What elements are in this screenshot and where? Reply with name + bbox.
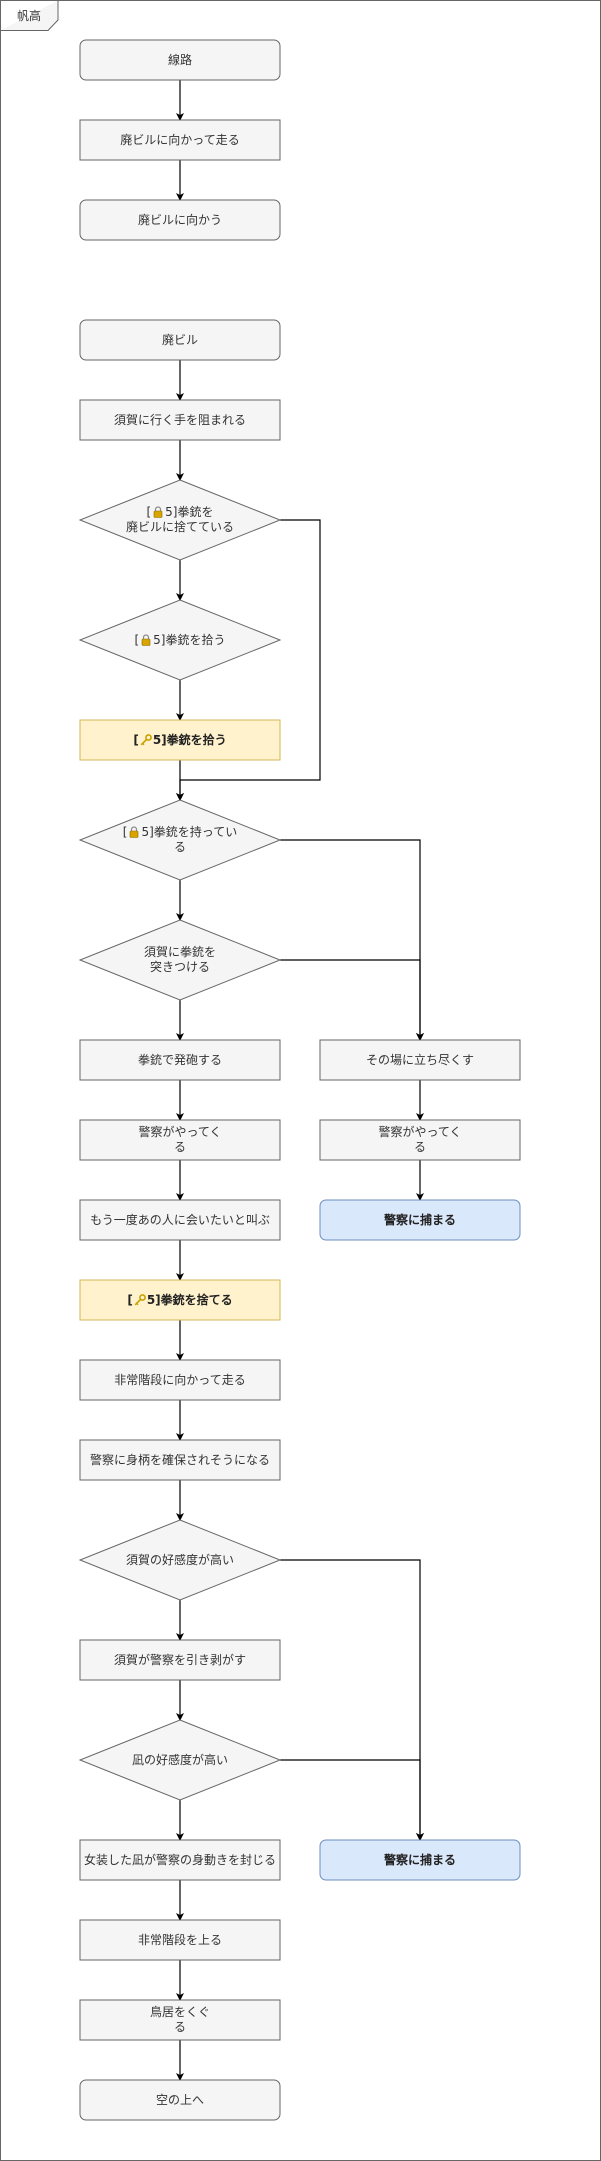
node-d5[interactable]	[78, 1519, 282, 1601]
node-d6[interactable]	[78, 1719, 282, 1801]
node-r1[interactable]	[319, 1039, 521, 1081]
nodes	[78, 39, 521, 2121]
node-n2[interactable]	[79, 119, 281, 161]
node-n3[interactable]	[79, 199, 281, 241]
node-n17[interactable]	[79, 2079, 281, 2121]
node-n12[interactable]	[79, 1439, 281, 1481]
node-n13[interactable]	[79, 1639, 281, 1681]
edges	[176, 80, 424, 2081]
node-d3[interactable]	[78, 799, 282, 881]
edge-d4-r1	[280, 959, 424, 1041]
node-n15[interactable]	[79, 1919, 281, 1961]
node-n4[interactable]	[79, 319, 281, 361]
node-d2[interactable]	[78, 599, 282, 681]
node-n5[interactable]	[79, 399, 281, 441]
node-r3[interactable]	[319, 1199, 521, 1241]
edge-d5-r4	[280, 1559, 424, 1841]
node-n1[interactable]	[79, 39, 281, 81]
node-n6[interactable]	[79, 719, 281, 761]
node-n9[interactable]	[79, 1199, 281, 1241]
frame-title-tab	[0, 0, 59, 31]
node-n11[interactable]	[79, 1359, 281, 1401]
node-d4[interactable]	[78, 919, 282, 1001]
node-d1[interactable]	[78, 479, 282, 561]
node-n10[interactable]	[79, 1279, 281, 1321]
frame-title: 帆高	[16, 8, 41, 23]
node-n8[interactable]	[79, 1119, 281, 1161]
node-n16[interactable]	[79, 1999, 281, 2041]
node-n14[interactable]	[79, 1839, 281, 1881]
node-r2[interactable]	[319, 1119, 521, 1161]
node-n7[interactable]	[79, 1039, 281, 1081]
edge-d6-r4	[280, 1759, 424, 1841]
node-r4[interactable]	[319, 1839, 521, 1881]
